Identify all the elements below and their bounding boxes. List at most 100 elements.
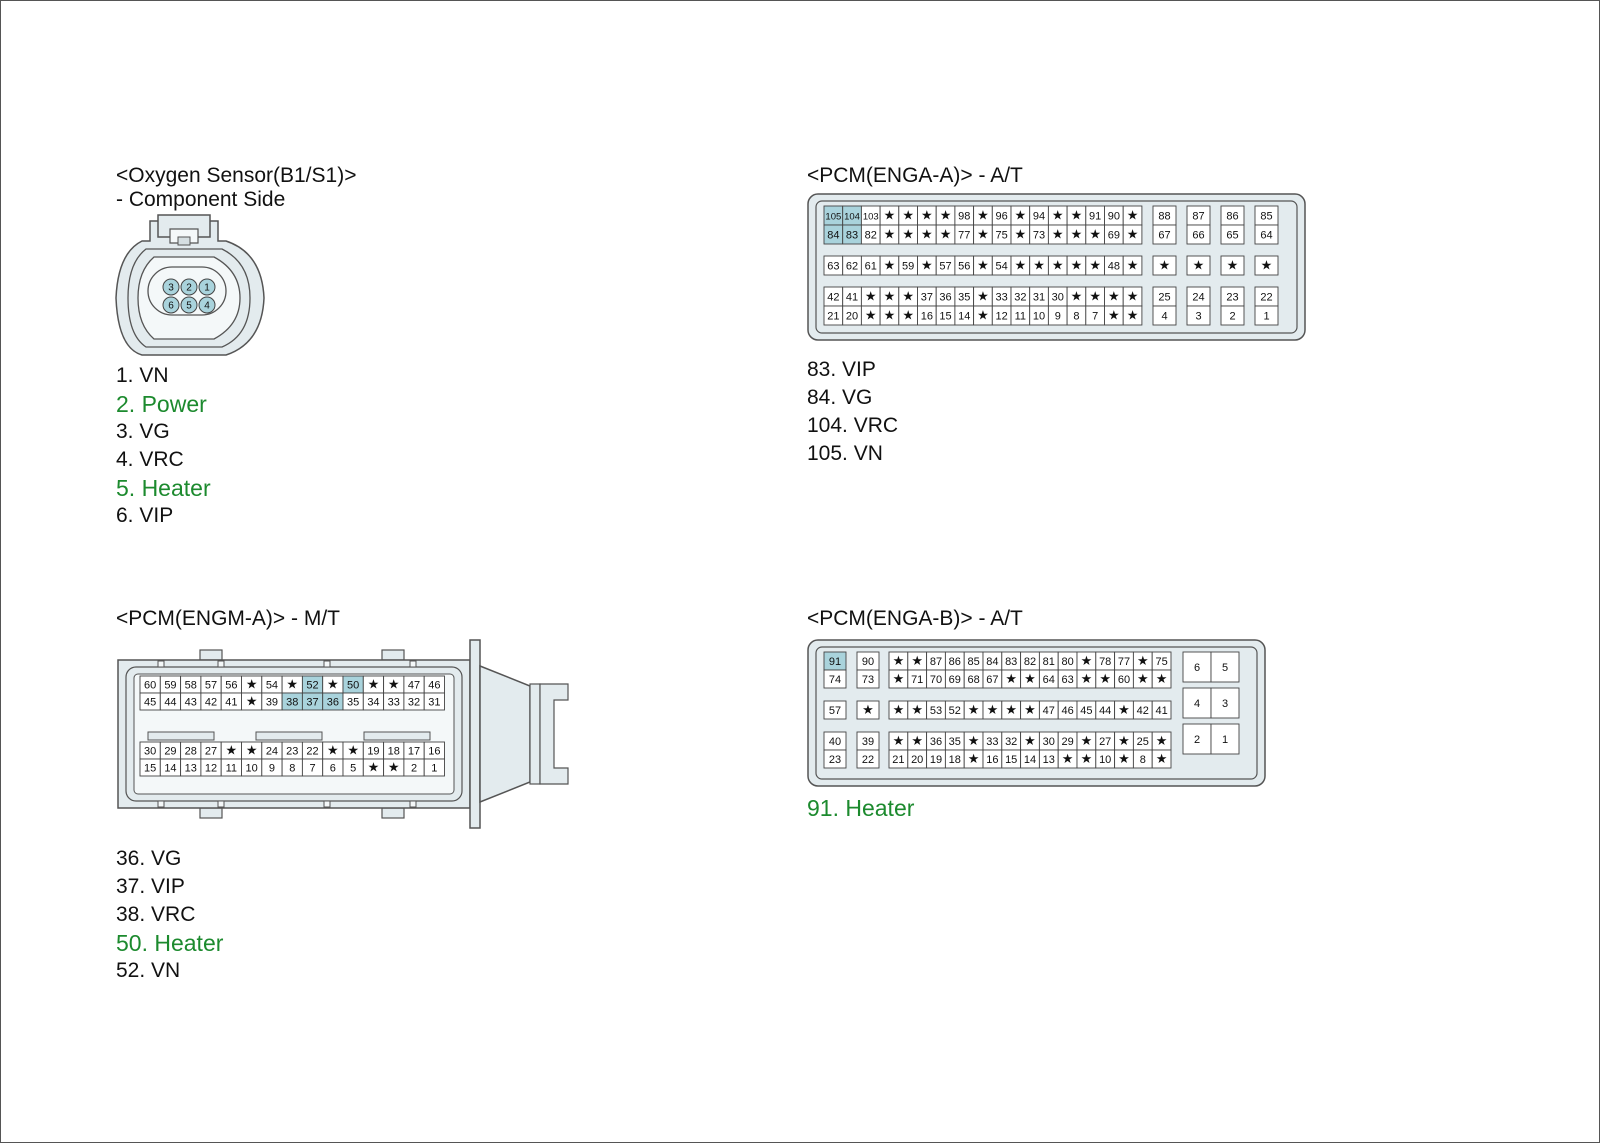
- oxygen-sensor-pin-item: 5. Heater: [116, 475, 211, 501]
- engm-a-pin: 16: [423, 741, 445, 760]
- pin-label: 8: [1140, 754, 1146, 766]
- pin-label: ★: [987, 702, 999, 717]
- pin-label: 87: [1192, 211, 1204, 223]
- enga-a-pin: ★: [1254, 255, 1279, 276]
- pin-label: 87: [930, 656, 942, 668]
- pin-label: 73: [1033, 230, 1045, 242]
- enga-a-pin: ★: [898, 286, 918, 307]
- pin-label: 6: [330, 763, 336, 775]
- enga-a-pin: 75: [991, 224, 1012, 245]
- pin-label: 32: [1005, 736, 1017, 748]
- enga-a-pin-item: 105. VN: [807, 442, 883, 465]
- enga-a-pin: 11: [1010, 305, 1031, 326]
- pin-label: 17: [408, 746, 420, 758]
- pin-label: ★: [1127, 258, 1139, 273]
- pin-label: ★: [1052, 258, 1064, 273]
- pin-label: 98: [958, 211, 970, 223]
- engm-a-pin: 43: [180, 692, 202, 711]
- pin-label: ★: [893, 702, 905, 717]
- enga-a-pin: 8: [1066, 305, 1087, 326]
- oxygen-sensor-title-line1: <Oxygen Sensor(B1/S1)>: [116, 164, 357, 187]
- enga-a-pin: ★: [1010, 255, 1031, 276]
- pin-label: ★: [977, 289, 989, 304]
- engm-a-pin: 18: [383, 741, 405, 760]
- enga-a-pin: 31: [1029, 286, 1049, 307]
- pin-label: 75: [1155, 656, 1167, 668]
- pin-label: 1: [431, 763, 437, 775]
- pin-label: ★: [1127, 208, 1139, 223]
- enga-b-pin: ★: [1020, 700, 1040, 720]
- pin-label: 62: [846, 261, 858, 273]
- pin-label: 22: [306, 746, 318, 758]
- enga-a-pin: ★: [1122, 224, 1143, 245]
- pin-label: 19: [367, 746, 379, 758]
- enga-b-pin: 63: [1057, 669, 1078, 689]
- enga-b-pin: 29: [1057, 731, 1078, 751]
- enga-b-pin: 10: [1095, 749, 1116, 769]
- pin-label: 18: [949, 754, 961, 766]
- pin-label: ★: [921, 227, 933, 242]
- oxygen-sensor-pin: 3: [162, 278, 180, 296]
- pin-label: 33: [996, 292, 1008, 304]
- pin-label: 28: [185, 746, 197, 758]
- pin-label: ★: [884, 289, 896, 304]
- pin-label: ★: [865, 289, 877, 304]
- enga-b-pin: ★: [963, 749, 984, 769]
- pin-label: 9: [269, 763, 275, 775]
- engm-a-pin: 59: [159, 675, 182, 694]
- pin-label: 6: [1194, 662, 1200, 674]
- enga-a-pin: 84: [823, 224, 844, 245]
- pin-label: ★: [977, 227, 989, 242]
- pin-label: 37: [306, 697, 318, 709]
- enga-a-pin: ★: [860, 305, 881, 326]
- engm-a-pin: 19: [362, 741, 385, 760]
- pin-label: ★: [1015, 227, 1027, 242]
- pin-label: 103: [863, 212, 879, 223]
- pin-label: ★: [1156, 751, 1168, 766]
- enga-b-pin: 41: [1151, 700, 1172, 720]
- enga-a-pin: 36: [935, 286, 956, 307]
- enga-a-pin: ★: [1066, 255, 1087, 276]
- enga-a-pin: 37: [917, 286, 937, 307]
- engm-a-pin: 24: [261, 741, 283, 760]
- pin-label: 3: [1222, 698, 1228, 710]
- enga-a-pin: ★: [1104, 305, 1124, 326]
- enga-a-pin: 57: [935, 255, 956, 276]
- enga-a-pin: 42: [823, 286, 844, 307]
- engm-a-pin: 33: [383, 692, 405, 711]
- pin-label: 91: [829, 656, 841, 668]
- enga-b-pin: 84: [982, 651, 1003, 671]
- pin-label: 53: [930, 705, 942, 717]
- pin-label: ★: [1127, 308, 1139, 323]
- pin-label: ★: [1081, 653, 1093, 668]
- pin-label: ★: [977, 308, 989, 323]
- pin-label: 13: [1043, 754, 1055, 766]
- engm-a-pin: 34: [362, 692, 385, 711]
- pin-label: ★: [347, 743, 359, 758]
- enga-b-pin: 75: [1151, 651, 1172, 671]
- pin-label: 22: [862, 754, 874, 766]
- pin-label: 91: [1089, 211, 1101, 223]
- enga-b-pin: 13: [1038, 749, 1059, 769]
- pin-label: ★: [884, 227, 896, 242]
- pin-label: 59: [164, 680, 176, 692]
- enga-b-pin-list: 91. Heater: [807, 794, 914, 822]
- pin-label: 15: [144, 763, 156, 775]
- engm-a-pin: 13: [180, 758, 202, 777]
- enga-b-pin: 85: [963, 651, 984, 671]
- enga-b-pin: 83: [1001, 651, 1022, 671]
- enga-b-pin: 46: [1057, 700, 1078, 720]
- oxygen-sensor-title: <Oxygen Sensor(B1/S1)> - Component Side: [116, 164, 356, 212]
- pin-label: 44: [1099, 705, 1111, 717]
- enga-b-pin: 21: [888, 749, 909, 769]
- pin-label: 82: [1024, 656, 1036, 668]
- enga-a-pin: ★: [1122, 205, 1143, 226]
- engm-a-pin: 17: [403, 741, 425, 760]
- enga-b-pin: ★: [1151, 669, 1172, 689]
- pin-label: 61: [865, 261, 877, 273]
- pin-label: 39: [862, 736, 874, 748]
